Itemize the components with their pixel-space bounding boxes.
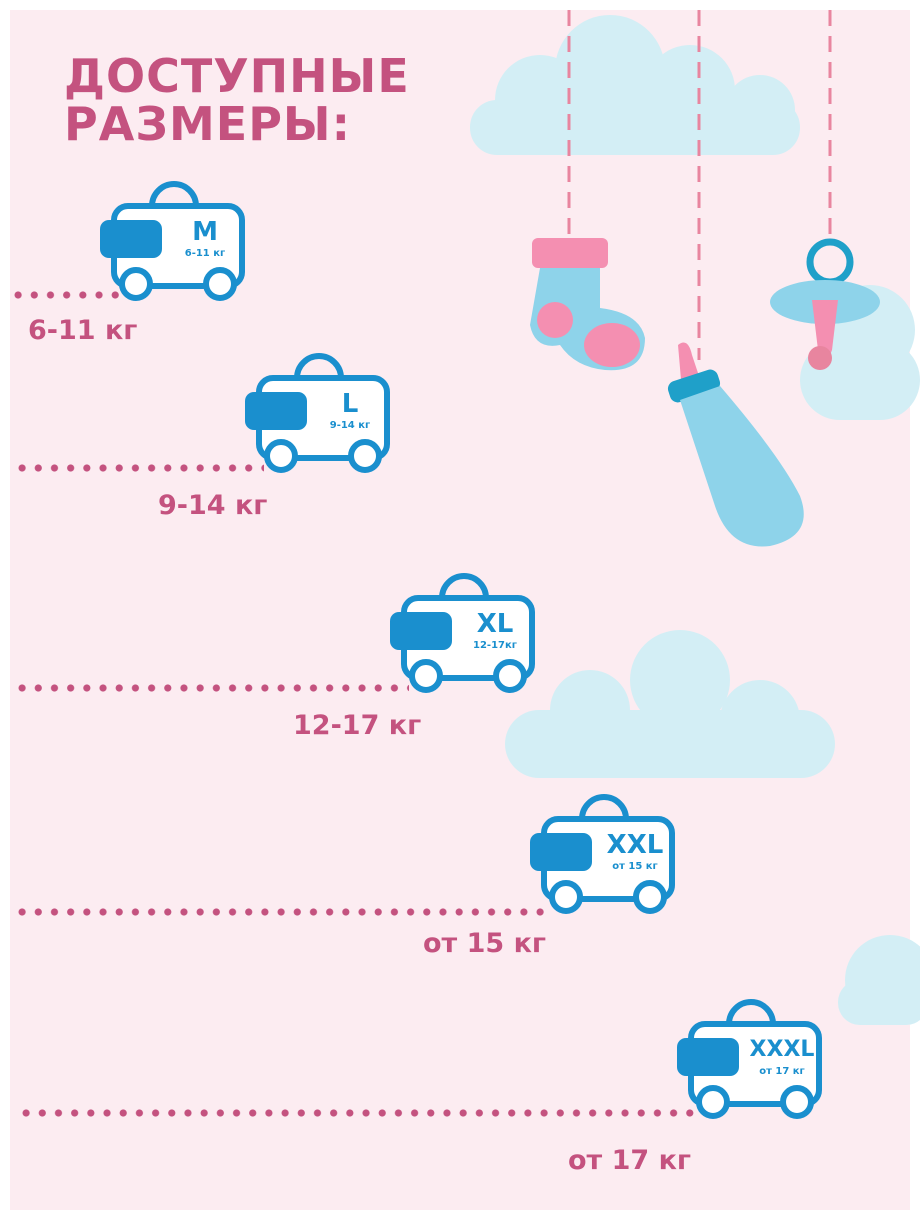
size-weight: 12-17кг	[473, 640, 517, 651]
size-code: XL	[476, 609, 514, 639]
cloud-icon	[505, 630, 835, 778]
size-code: M	[192, 217, 218, 247]
size-weight: от 17 кг	[759, 1066, 805, 1077]
van-icon	[677, 999, 822, 1119]
size-badge-xl: XL 12-17кг	[390, 572, 536, 694]
weight-label: 6-11 кг	[28, 315, 138, 346]
cloud-icon	[838, 935, 920, 1025]
weight-label: от 17 кг	[568, 1145, 692, 1176]
title-line-1: Доступные	[64, 49, 410, 103]
size-code: XXXL	[749, 1037, 815, 1062]
dotted-line	[14, 464, 264, 472]
page-title: Доступные размеры:	[64, 52, 410, 148]
hanging-strings	[567, 10, 832, 360]
size-badge-m: M 6-11 кг	[100, 180, 246, 302]
size-code: XXL	[606, 830, 664, 860]
weight-label: 12-17 кг	[293, 710, 422, 741]
dotted-line	[10, 291, 120, 299]
bottle-icon	[667, 342, 804, 547]
size-badge-xxxl: XXXL от 17 кг	[677, 998, 823, 1120]
pacifier-icon	[770, 238, 880, 370]
sock-icon	[530, 238, 645, 371]
van-icon	[245, 353, 390, 473]
dotted-line	[14, 684, 409, 692]
size-weight: 9-14 кг	[329, 420, 371, 431]
title-line-2: размеры:	[64, 97, 351, 151]
dotted-line	[18, 1109, 698, 1117]
van-icon	[530, 794, 675, 914]
van-icon	[390, 573, 535, 693]
weight-label: 9-14 кг	[158, 490, 268, 521]
size-weight: от 15 кг	[612, 861, 658, 872]
weight-label: от 15 кг	[423, 928, 547, 959]
size-weight: 6-11 кг	[184, 248, 226, 259]
size-code: L	[341, 389, 359, 419]
van-icon	[100, 181, 245, 301]
cloud-icon	[470, 15, 800, 155]
dotted-line	[14, 908, 549, 916]
size-badge-l: L 9-14 кг	[245, 352, 391, 474]
size-badge-xxl: XXL от 15 кг	[530, 793, 676, 915]
